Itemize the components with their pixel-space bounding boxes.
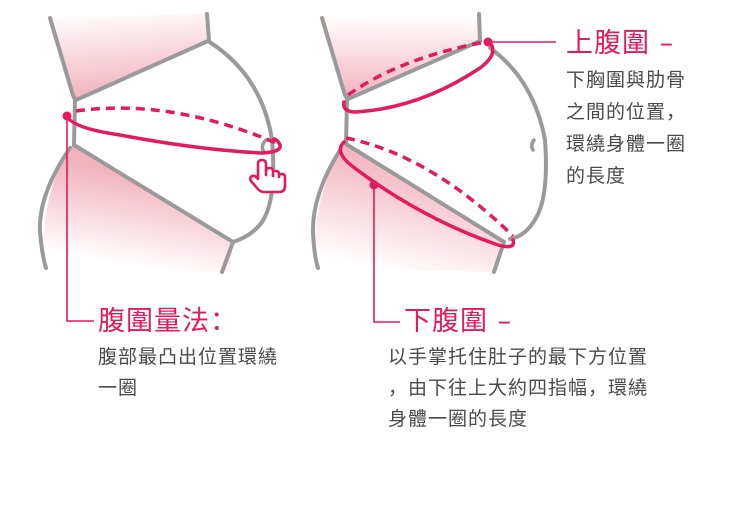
right-top-garment <box>322 15 480 99</box>
lower-abdomen-title: 下腹圍 – <box>404 306 513 337</box>
description-line: 下胸圍與肋骨 <box>566 69 687 91</box>
right-bottom-garment <box>314 145 503 272</box>
belly-widest-loop-front <box>65 114 282 155</box>
description-line: 環繞身體一圈 <box>566 133 687 155</box>
belly-widest-loop-back <box>75 106 277 145</box>
left-torso-figure <box>37 12 287 274</box>
lower-abdomen-loop-front <box>338 140 516 249</box>
pointing-hand-icon <box>248 158 287 194</box>
description-line: 以手掌托住肚子的最下方位置 <box>388 346 649 368</box>
description-line: 的長度 <box>566 165 627 187</box>
upper-abdomen-loop-back <box>346 40 486 97</box>
upper-abdomen-description: 下胸圍與肋骨 之間的位置， 環繞身體一圈 的長度 <box>566 64 686 192</box>
description-line: 之間的位置， <box>566 101 687 123</box>
left-top-garment <box>50 14 208 99</box>
left-bottom-garment <box>43 145 233 272</box>
abdomen-method-description: 腹部最凸出位置環繞 一圈 <box>98 342 278 404</box>
description-line: 一圈 <box>98 377 139 399</box>
upper-abdomen-title: 上腹圍 – <box>566 28 675 59</box>
abdomen-method-leader <box>66 116 94 322</box>
right-torso-figure <box>310 12 548 274</box>
lower-abdomen-description: 以手掌托住肚子的最下方位置 ，由下往上大約四指幅，環繞 身體一圈的長度 <box>388 342 648 435</box>
description-line: 腹部最凸出位置環繞 <box>98 346 279 368</box>
abdomen-method-title: 腹圍量法： <box>98 306 238 337</box>
description-line: 身體一圈的長度 <box>388 408 529 430</box>
description-line: ，由下往上大約四指幅，環繞 <box>388 377 649 399</box>
lower-abdomen-loop-back <box>345 136 515 238</box>
lower-abdomen-leader <box>373 185 400 323</box>
